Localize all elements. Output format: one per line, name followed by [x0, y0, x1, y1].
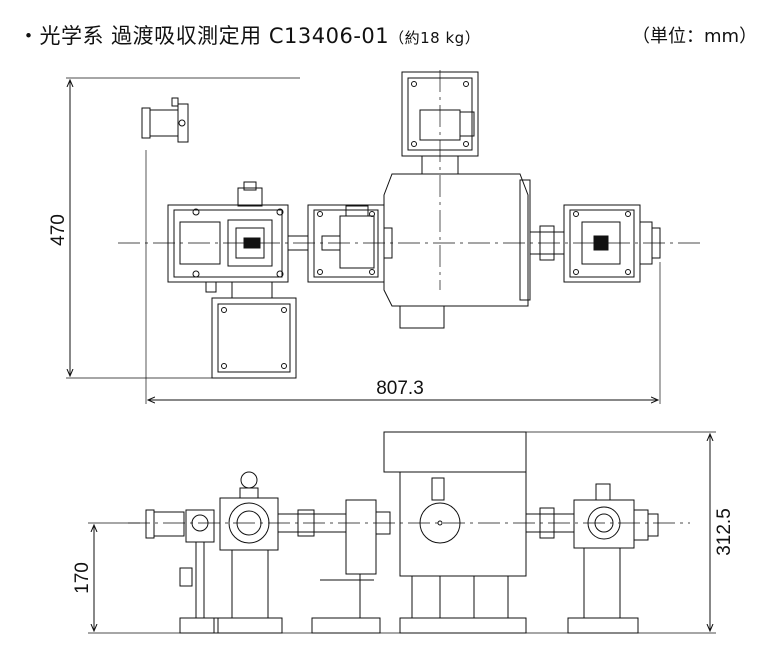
side-sample-cell-right [567, 483, 659, 634]
total-height-dimension-label: 312.5 [714, 508, 735, 556]
main-chamber [383, 173, 531, 329]
sample-holder-right [563, 204, 661, 283]
width-dimension-label: 807.3 [376, 378, 424, 399]
detector-top [401, 71, 479, 175]
height-dimension-label: 470 [48, 214, 69, 246]
unit-label: （単位：mm） [632, 26, 758, 47]
axis-height-dimension-label: 170 [72, 562, 93, 594]
side-lens-block [311, 499, 391, 634]
side-light-source [145, 509, 219, 634]
drawing-title: ・光学系 過渡吸収測定用 C13406-01（約18 kg） [18, 20, 480, 50]
detector-left-lower [211, 281, 297, 379]
top-view [66, 70, 700, 404]
lens-block [307, 204, 385, 283]
title-main: ・光学系 過渡吸収測定用 C13406-01 [18, 24, 390, 48]
side-view [88, 431, 716, 634]
side-sample-cell-left [213, 471, 283, 634]
light-source-small [141, 97, 189, 143]
title-weight: （約18 kg） [389, 29, 481, 47]
sample-holder-left [167, 181, 289, 293]
side-main-chamber [383, 431, 527, 634]
